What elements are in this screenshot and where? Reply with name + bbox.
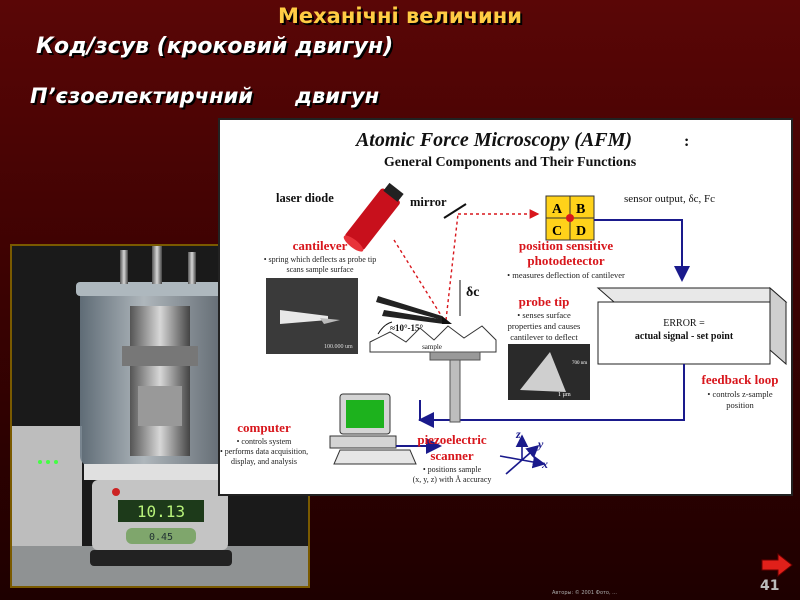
axis-x-label: x — [541, 457, 548, 471]
probe-tip-title: probe tip — [519, 294, 570, 309]
axis-z-label: z — [515, 427, 521, 441]
afm-diagram: Atomic Force Microscopy (AFM) : General … — [220, 120, 791, 494]
quad-d: D — [576, 224, 586, 239]
probe-desc-3: cantilever to deflect — [510, 332, 578, 342]
heading-piezo-part1: П’єзоелектирчний — [30, 84, 253, 108]
piezo-title-2: scanner — [430, 448, 474, 463]
computer-icon — [330, 394, 416, 464]
afm-title: Atomic Force Microscopy (AFM) — [354, 129, 632, 151]
slide-title: Механічні величини — [0, 4, 800, 28]
laser-beam — [394, 214, 538, 320]
cantilever-desc-1: • spring which deflects as probe tip — [264, 255, 377, 264]
error-label-2: actual signal - set point — [635, 331, 734, 342]
feedback-desc-1: • controls z-sample — [707, 389, 773, 399]
axis-y-label: y — [536, 437, 544, 451]
feedback-desc-2: position — [726, 400, 754, 410]
piezo-desc-1: • positions sample — [423, 465, 482, 474]
computer-desc-1: • controls system — [237, 437, 293, 446]
sensor-output-label: sensor output, δc, Fc — [624, 193, 715, 205]
cantilever-scale-label: 100.000 um — [324, 344, 353, 350]
photodetector-quadrant-icon: A B C D — [546, 196, 594, 240]
cantilever-beam — [376, 296, 452, 324]
quad-b: B — [576, 202, 585, 217]
error-label-1: ERROR = — [663, 318, 705, 329]
probe-scale-2: 1 µm — [558, 392, 571, 398]
error-box: ERROR = actual signal - set point — [598, 288, 786, 364]
afm-diagram-panel: Atomic Force Microscopy (AFM) : General … — [218, 118, 793, 496]
computer-title: computer — [237, 420, 291, 435]
mirror-label: mirror — [410, 195, 447, 209]
heading-stepper: Код/зсув (кроковий двигун) — [36, 34, 393, 59]
delta-c-label: δc — [466, 285, 479, 300]
quad-a: A — [552, 202, 563, 217]
heading-piezo: П’єзоелектирчний двигун — [30, 84, 379, 108]
cantilever-title: cantilever — [293, 238, 348, 253]
probe-tip-micrograph: 700 nm 1 µm — [508, 344, 590, 400]
probe-desc-1: • senses surface — [517, 310, 571, 320]
probe-scale-1: 700 nm — [572, 361, 587, 366]
afm-title-colon: : — [684, 133, 689, 150]
page-number: 41 — [760, 578, 779, 594]
feedback-title: feedback loop — [702, 372, 779, 387]
probe-desc-2: properties and causes — [508, 321, 581, 331]
psd-title-2: photodetector — [527, 253, 604, 268]
heading-piezo-part2: двигун — [295, 84, 379, 108]
laser-diode-icon — [342, 181, 406, 254]
arrow-right-icon — [760, 552, 794, 578]
piezo-title-1: piezoelectric — [417, 432, 487, 447]
display-secondary: 0.45 — [149, 532, 173, 543]
mirror-icon — [444, 204, 466, 218]
sample-label: sample — [422, 343, 442, 351]
afm-subtitle: General Components and Their Functions — [384, 155, 637, 170]
computer-desc-2: • performs data acquisition, — [220, 447, 308, 456]
psd-desc: • measures deflection of cantilever — [507, 270, 625, 280]
quad-c: C — [552, 224, 562, 239]
computer-desc-3: display, and analysis — [231, 457, 297, 466]
psd-title-1: position sensitive — [519, 238, 613, 253]
laser-diode-label: laser diode — [276, 191, 334, 205]
display-value: 10.13 — [137, 502, 185, 521]
cantilever-desc-2: scans sample surface — [286, 265, 354, 274]
piezo-desc-2: (x, y, z) with Å accuracy — [413, 475, 492, 484]
footer-text: Авторы: © 2001 Фото, ... — [552, 590, 617, 596]
cantilever-micrograph: 100.000 um — [266, 278, 358, 354]
